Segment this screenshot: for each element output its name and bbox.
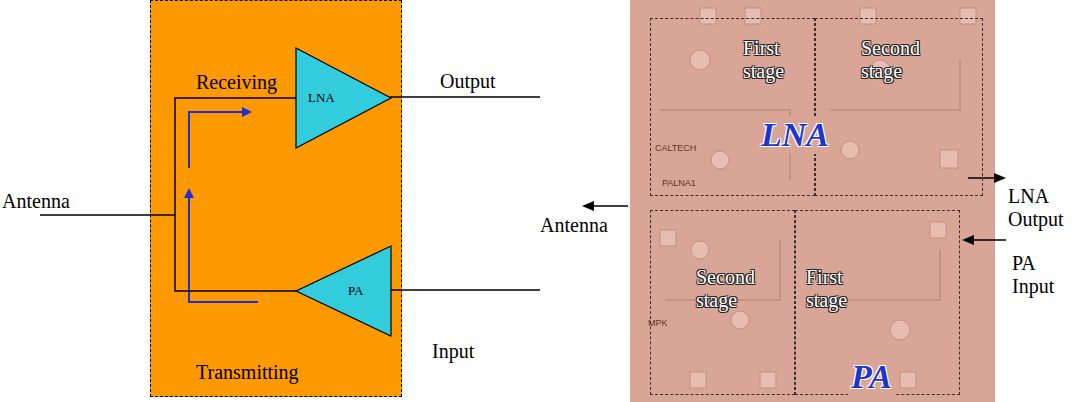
module-box: ReceivingTransmitting LNA PA xyxy=(150,0,402,397)
chip-photo xyxy=(630,0,995,402)
chip-marking: CALTECH xyxy=(655,143,696,154)
port-label: Output xyxy=(440,70,496,93)
pa-input-arrow xyxy=(964,239,1006,241)
stage-box: First stage xyxy=(650,18,815,196)
chip-marking: MPK xyxy=(648,318,668,329)
stage-box: Second stage xyxy=(815,18,983,196)
node-text: First stage xyxy=(806,266,876,312)
node-text: LNA xyxy=(308,89,335,107)
port-label: LNA Output xyxy=(1008,185,1082,231)
block-title: PA xyxy=(848,358,895,396)
module-fill xyxy=(150,0,402,397)
chip-marking: PALNA1 xyxy=(662,178,696,189)
amplifier-symbol xyxy=(296,246,391,336)
port-label: PA Input xyxy=(1012,252,1078,298)
chip-traces xyxy=(660,60,960,300)
node-text: PA xyxy=(348,282,363,300)
node-text: Second stage xyxy=(861,37,936,83)
output-wire xyxy=(390,96,540,98)
node-text: Second stage xyxy=(696,266,771,312)
node-text: Receiving xyxy=(196,71,277,94)
stage-box: Second stage xyxy=(650,210,795,395)
node-text: Transmitting xyxy=(196,361,299,384)
lna-output-arrow xyxy=(968,177,1004,179)
transmit-arrow xyxy=(189,190,258,302)
receive-arrow xyxy=(189,112,250,168)
port-label: Antenna xyxy=(540,214,608,237)
port-label: Input xyxy=(432,340,474,363)
chip-pads xyxy=(660,8,976,388)
lna-triangle: LNA xyxy=(296,48,391,148)
antenna-wire xyxy=(40,214,175,216)
port-label: Antenna xyxy=(2,190,70,213)
pa-triangle: PA xyxy=(296,246,391,336)
block-title: LNA xyxy=(758,116,832,154)
node-text: First stage xyxy=(743,37,811,83)
signal-wire xyxy=(175,98,296,291)
antenna-arrow xyxy=(584,205,628,207)
input-wire xyxy=(390,289,540,291)
